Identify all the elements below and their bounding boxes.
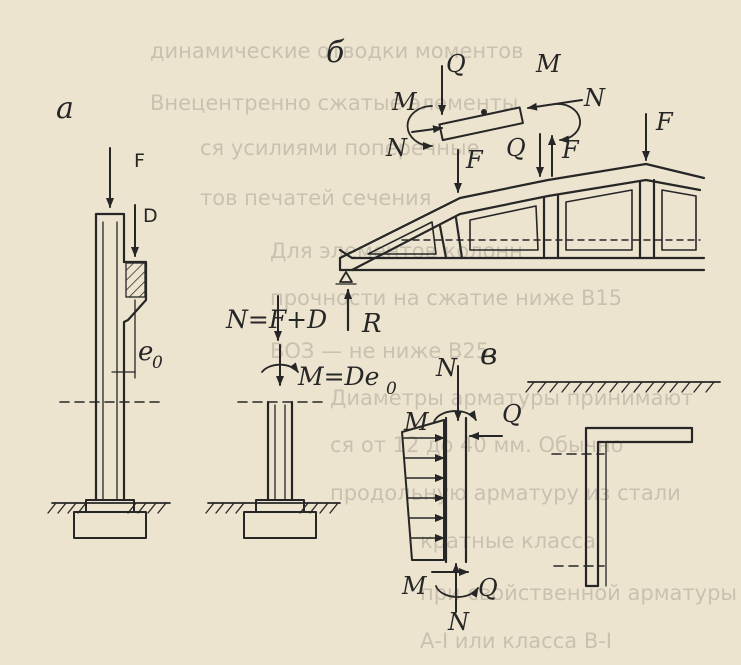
label-d: D xyxy=(143,205,158,227)
panel-opening-3 xyxy=(661,189,697,251)
n-arrow-right xyxy=(527,99,583,111)
bg-line: кратные класса xyxy=(420,529,596,553)
frame-outline xyxy=(584,426,694,588)
label-f1: F xyxy=(465,146,484,174)
label-m-left: M xyxy=(391,88,418,116)
moment-arrow-right xyxy=(555,103,581,144)
corbel-bearing-plate xyxy=(125,262,146,298)
label-m-eq: M=De xyxy=(297,362,379,391)
label-n-left: N xyxy=(385,134,408,162)
pressure-diagram xyxy=(401,419,445,561)
foundation-step xyxy=(85,499,135,513)
panel-label-a: a xyxy=(56,91,74,126)
foundation-base xyxy=(243,511,317,539)
bg-line: А-I или класса В-I xyxy=(420,629,612,653)
label-q-top: Q xyxy=(446,50,466,78)
label-n-bot: N xyxy=(447,608,470,636)
label-m-bot: M xyxy=(401,572,428,600)
label-m-top: M xyxy=(403,408,430,436)
moment-arrow-bottom xyxy=(435,585,479,598)
pressure-arrows xyxy=(403,434,445,542)
bg-line: Диаметры арматуры принимают xyxy=(330,386,693,410)
foundation-base xyxy=(73,511,147,539)
bg-line: Для элементов колонн xyxy=(270,239,523,263)
label-q-mid: Q xyxy=(506,134,526,162)
column-outline xyxy=(94,212,126,502)
label-e0: e xyxy=(138,337,153,367)
moment-arrow-top xyxy=(433,410,477,423)
ground-hatch xyxy=(47,502,167,514)
foundation-step xyxy=(255,499,305,513)
top-chord-inner xyxy=(350,178,702,272)
support-triangle xyxy=(339,271,353,283)
top-chord-outer xyxy=(338,162,706,260)
panel-opening-end xyxy=(367,221,437,255)
ceiling-hatch xyxy=(525,381,715,393)
label-e0-sub: 0 xyxy=(152,353,163,373)
equivalent-column: N=F+D M=De 0 xyxy=(205,295,397,539)
bg-line: ВОЗ — не ниже В25 xyxy=(270,339,489,363)
label-m-right: M xyxy=(535,50,562,78)
label-r: R xyxy=(361,309,382,339)
bg-line: при свойственной арматуры xyxy=(420,581,737,605)
bottom-chord-outer xyxy=(338,248,706,272)
label-f: F xyxy=(134,150,145,172)
bg-line: прочности на сжатие ниже В15 xyxy=(270,286,622,310)
column-stub xyxy=(266,400,294,502)
panel-v-wall: в N M Q N M Q xyxy=(401,337,721,636)
panel-opening-2 xyxy=(565,189,633,251)
node-point xyxy=(481,109,487,115)
label-n-top: N xyxy=(435,354,458,382)
label-f-right: F xyxy=(655,108,674,136)
n-arrow-left xyxy=(411,125,443,134)
moment-arrow-left xyxy=(406,105,433,150)
panel-label-b: б xyxy=(326,35,345,70)
wall-strip xyxy=(444,416,468,564)
vertical-post-1 xyxy=(438,216,464,260)
bg-line: Внецентренно сжатые элементы xyxy=(150,91,518,115)
panel-label-v: в xyxy=(480,337,497,372)
panel-a-column: a F D e 0 xyxy=(47,91,171,539)
vertical-post-2 xyxy=(542,194,560,260)
label-n-right: N xyxy=(583,84,606,112)
bg-line: продольную арматуру из стали xyxy=(330,481,681,505)
corbel-outline xyxy=(122,260,148,502)
bg-line: тов печатей сечения xyxy=(200,186,431,210)
panel-b-truss: б Q M N M N F Q F F xyxy=(326,35,706,339)
label-m-eq-sub: 0 xyxy=(386,379,397,399)
label-q-v-top: Q xyxy=(502,400,522,428)
label-n-eq: N=F+D xyxy=(225,305,327,334)
vertical-post-3 xyxy=(638,178,656,260)
bg-line: динамические отводки моментов xyxy=(150,39,524,63)
bg-line: ся усилиями поперечные xyxy=(200,136,479,160)
label-q-bot: Q xyxy=(478,574,498,602)
label-f2: F xyxy=(561,136,580,164)
